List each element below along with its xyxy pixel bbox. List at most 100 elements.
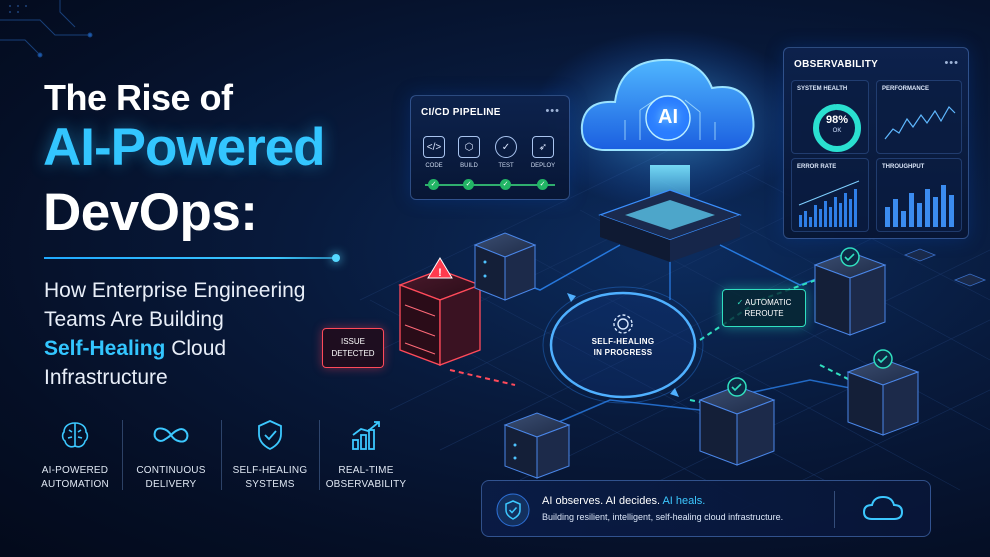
health-gauge bbox=[813, 104, 861, 152]
callout-line1-text: AUTOMATIC bbox=[745, 298, 792, 307]
cloud-icon bbox=[862, 495, 904, 520]
more-icon[interactable]: ••• bbox=[944, 57, 959, 69]
check-circle-icon: ✓ bbox=[495, 136, 517, 158]
server-rack-healthy bbox=[813, 247, 887, 336]
dot-matrix-decoration bbox=[9, 5, 27, 13]
ai-cloud-label: AI bbox=[658, 106, 678, 128]
throughput-card: THROUGHPUT bbox=[876, 158, 962, 232]
feature-label-line1: AI-POWERED bbox=[41, 465, 109, 476]
heal-line2: IN PROGRESS bbox=[593, 348, 653, 357]
feature-label-line2: OBSERVABILITY bbox=[325, 479, 407, 490]
network-node bbox=[903, 248, 987, 287]
feature-observability: REAL-TIME OBSERVABILITY bbox=[321, 418, 411, 498]
headline-line-2: AI-Powered bbox=[43, 118, 326, 177]
ai-core-platform bbox=[598, 165, 742, 262]
error-rate-bars bbox=[798, 180, 860, 227]
more-icon[interactable]: ••• bbox=[545, 105, 560, 117]
subtitle-line-2: Teams Are Building bbox=[44, 308, 224, 331]
health-value: 98% bbox=[825, 114, 849, 126]
headline-divider-dot bbox=[332, 254, 340, 262]
subtitle-line-1: How Enterprise Engineering bbox=[44, 279, 306, 302]
callout-line1: ✓ AUTOMATIC bbox=[723, 297, 805, 308]
panel-title: OBSERVABILITY bbox=[794, 59, 879, 70]
callout-line2: REROUTE bbox=[744, 309, 784, 318]
cicd-pipeline-panel: CI/CD PIPELINE ••• </> CODE ⬡ BUILD ✓ TE… bbox=[410, 95, 570, 200]
infinity-icon bbox=[153, 427, 189, 443]
banner-divider bbox=[834, 491, 835, 528]
subtitle-line-3: Self-Healing Cloud bbox=[44, 334, 364, 363]
throughput-bars bbox=[885, 185, 954, 227]
feature-divider bbox=[122, 420, 123, 490]
feature-label-line1: SELF-HEALING bbox=[232, 465, 308, 476]
headline-line-1: The Rise of bbox=[44, 77, 233, 118]
server-rack bbox=[503, 412, 571, 479]
pipeline-stage-build: ⬡ BUILD bbox=[454, 136, 484, 169]
feature-ai-automation: AI-POWERED AUTOMATION bbox=[30, 418, 120, 498]
panel-title: CI/CD PIPELINE bbox=[421, 107, 501, 118]
subtitle-highlight: Self-Healing bbox=[44, 337, 166, 360]
card-label: THROUGHPUT bbox=[882, 164, 925, 170]
check-icon: ✓ bbox=[463, 179, 474, 190]
brain-icon bbox=[61, 422, 89, 448]
check-icon: ✓ bbox=[537, 179, 548, 190]
server-rack-healthy bbox=[846, 349, 920, 436]
rocket-icon: ➶ bbox=[532, 136, 554, 158]
code-icon: </> bbox=[423, 136, 445, 158]
stage-label: DEPLOY bbox=[530, 163, 556, 169]
issue-detected-callout: ISSUE DETECTED bbox=[322, 328, 384, 368]
performance-card: PERFORMANCE bbox=[876, 80, 962, 154]
subtitle-line-4: Infrastructure bbox=[44, 366, 168, 389]
feature-label-line2: AUTOMATION bbox=[41, 479, 109, 490]
feature-label-line1: REAL-TIME bbox=[338, 465, 394, 476]
server-rack-alert: ! bbox=[398, 257, 482, 366]
headline-line-3: DevOps: bbox=[43, 183, 258, 242]
box-icon: ⬡ bbox=[458, 136, 480, 158]
stage-label: BUILD bbox=[460, 163, 478, 169]
automatic-reroute-callout: ✓ AUTOMATIC REROUTE bbox=[722, 289, 806, 327]
health-status: OK bbox=[832, 128, 842, 134]
feature-continuous-delivery: CONTINUOUS DELIVERY bbox=[126, 418, 216, 498]
shield-check-icon bbox=[258, 420, 282, 451]
feature-label-line1: CONTINUOUS bbox=[136, 465, 206, 476]
stage-label: CODE bbox=[425, 163, 443, 169]
server-rack-healthy bbox=[698, 377, 776, 466]
card-label: ERROR RATE bbox=[797, 164, 837, 170]
card-label: SYSTEM HEALTH bbox=[797, 86, 848, 92]
check-icon: ✓ bbox=[428, 179, 439, 190]
circuit-decoration bbox=[0, 0, 93, 58]
feature-label-line2: SYSTEMS bbox=[245, 479, 295, 490]
heal-line1: SELF-HEALING bbox=[591, 337, 655, 346]
check-icon: ✓ bbox=[736, 298, 746, 307]
self-healing-ring bbox=[542, 286, 704, 404]
subtitle-line-3-rest: Cloud bbox=[165, 337, 227, 360]
pipeline-progress-line bbox=[425, 184, 555, 186]
tagline-line-1: AI observes. AI decides. AI heals. bbox=[542, 495, 705, 507]
observability-panel: OBSERVABILITY ••• SYSTEM HEALTH 98% OK P… bbox=[783, 47, 969, 239]
performance-sparkline bbox=[884, 106, 956, 140]
check-icon: ✓ bbox=[500, 179, 511, 190]
tagline-part-1: AI observes. AI decides. bbox=[542, 495, 663, 507]
server-rack bbox=[473, 232, 537, 301]
callout-line2: DETECTED bbox=[331, 349, 375, 358]
card-label: PERFORMANCE bbox=[882, 86, 930, 92]
feature-label-line2: DELIVERY bbox=[145, 479, 197, 490]
headline-divider bbox=[44, 257, 334, 259]
gear-icon bbox=[613, 314, 633, 334]
pipeline-stage-deploy: ➶ DEPLOY bbox=[528, 136, 558, 169]
tagline-line-2: Building resilient, intelligent, self-he… bbox=[542, 512, 784, 522]
stage-label: TEST bbox=[498, 163, 514, 169]
self-healing-status: SELF-HEALING IN PROGRESS bbox=[583, 336, 663, 358]
error-rate-card: ERROR RATE bbox=[791, 158, 869, 232]
tagline-banner: AI observes. AI decides. AI heals. Build… bbox=[481, 480, 931, 537]
pipeline-stage-code: </> CODE bbox=[419, 136, 449, 169]
callout-line1: ISSUE bbox=[340, 337, 365, 346]
subtitle: How Enterprise Engineering Teams Are Bui… bbox=[44, 276, 364, 392]
bar-chart-icon bbox=[352, 421, 380, 450]
svg-text:!: ! bbox=[438, 267, 442, 279]
ai-cloud-icon bbox=[580, 58, 755, 151]
pipeline-stage-test: ✓ TEST bbox=[491, 136, 521, 169]
shield-check-icon bbox=[496, 493, 530, 527]
feature-self-healing: SELF-HEALING SYSTEMS bbox=[225, 418, 315, 498]
health-gauge-arc bbox=[813, 104, 861, 152]
